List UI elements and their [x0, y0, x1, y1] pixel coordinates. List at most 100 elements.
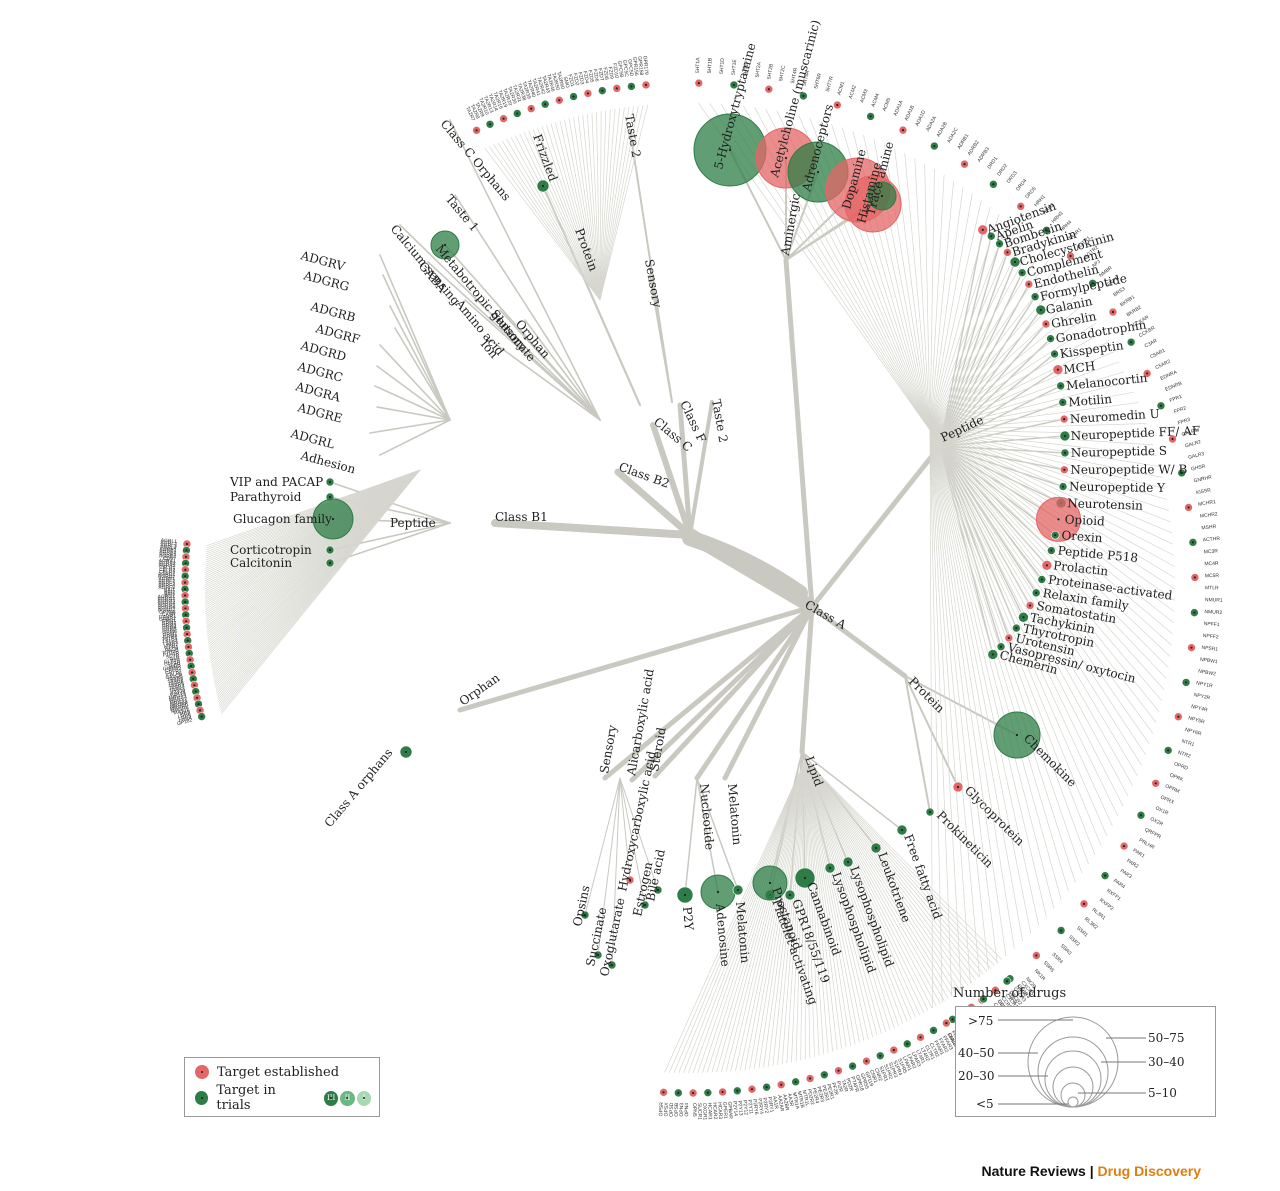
bottom-gene-p2y12: P2Y12 [741, 1100, 749, 1116]
bottom-gene-bubble-opsb-center [677, 1091, 680, 1094]
bottom-twig-p2ry6 [749, 759, 806, 1070]
bubble-lipid-gpr18-55-119-5-center [788, 893, 792, 897]
branch-b2-adgrb [389, 305, 451, 421]
bubble-small-hydroxycarboxylic-acid-center [628, 878, 632, 882]
right-twig-mc3r [929, 429, 1175, 556]
right-gene-bubble-drd2-center [992, 183, 995, 186]
right-twig-ada1d [904, 153, 931, 431]
bottom-twig-ffar4 [804, 759, 933, 1009]
top-gene-ta2r8: TA2R8 [469, 104, 481, 121]
bottom-gene-s1pr2: S1PR2 [882, 1064, 894, 1081]
right-twig-mshr [929, 429, 1173, 534]
top-gene-ta2r7: TA2R7 [464, 106, 476, 123]
left-gene-p2y10: P2Y10 [170, 687, 186, 696]
left-gene-agrf2: AGRF2 [158, 578, 175, 584]
bottom-gene-p2ry4: P2RY4 [756, 1098, 764, 1115]
top-gene-bubble-ta2r30-center [516, 112, 519, 115]
left-gene-grm4: GRM4 [162, 625, 177, 632]
bubble-chemerin-center [991, 653, 994, 656]
bottom-gene-p2ry6: P2RY6 [751, 1099, 759, 1116]
left-gene-grm8: GRM8 [163, 633, 178, 640]
bubble-b1-parathyroid-center [328, 495, 332, 499]
label-a-nucleotide: Nucleotide [697, 783, 717, 851]
top-gene-ta2r50: TA2R50 [550, 72, 561, 91]
right-gene-bubble-rl3r1-center [1082, 902, 1086, 905]
bottom-gene-pd2r: PD2R [844, 1078, 854, 1093]
bottom-gene-bubble-opsr-center [662, 1091, 665, 1094]
bottom-twig-sucr1 [697, 759, 806, 1074]
left-gene-mrgrd: MRGRD [169, 702, 189, 712]
left-gene-bubble-agrg6-center [184, 607, 187, 610]
bubble-galanin-center [1039, 308, 1042, 312]
size-legend-title: Number of drugs [953, 986, 1067, 1001]
label-b1-calcitonin: Calcitonin [230, 556, 292, 570]
top-gene-ta2r43: TA2R43 [540, 75, 551, 94]
right-gene-bubble-npy5r-center [1177, 715, 1180, 718]
left-gene-agrl1: AGRL1 [160, 538, 177, 545]
branch-a-peptide [809, 443, 943, 610]
right-gene-bubble-nmur2-center [1193, 611, 1196, 614]
branch-b2-adgrd [379, 344, 451, 421]
bottom-gene-bubble-opn5-center [691, 1091, 695, 1095]
bottom-twig-ccr7 [804, 759, 980, 978]
label-class-a-orphans: Class A orphans [322, 746, 396, 830]
top-gene-fzd3: FZD3 [576, 72, 585, 86]
right-twig-galr3 [929, 429, 1160, 467]
right-gene-acm1: ACM1 [836, 81, 846, 96]
bottom-twig-ccr8 [804, 759, 984, 975]
branch-class-a [683, 528, 819, 614]
bottom-twig-p2y14 [730, 759, 806, 1072]
label-nuc-p2y: P2Y [680, 906, 696, 932]
bottom-twig-pkr1 [804, 759, 937, 1007]
right-gene-5ht7r: 5HT7R [825, 75, 835, 92]
bottom-gene-cnr2: CNR2 [873, 1067, 884, 1082]
bottom-twig-lshr [804, 759, 949, 999]
left-gene-mrgx2: MRGX2 [169, 696, 188, 706]
bottom-gene-p2ry1: P2RY1 [766, 1096, 774, 1113]
left-gene-agrg6: AGRG6 [158, 605, 176, 612]
right-gene-c5ar2: C5AR2 [1155, 359, 1172, 371]
left-gene-bubble-agra1-center [184, 562, 187, 565]
left-gene-grm3: GRM3 [162, 622, 177, 629]
bubble-small-bile-acid-center [656, 888, 660, 892]
bottom-gene-bubble-gpr18-center [851, 1065, 854, 1068]
right-twig-hrh4 [929, 252, 1041, 431]
left-gene-agrl3: AGRL3 [160, 542, 177, 549]
top-gene-ta2r46: TA2R46 [545, 73, 556, 92]
right-gene-bubble-oprm-center [1154, 782, 1157, 785]
bottom-twig-opn4 [687, 759, 806, 1074]
branch-a-orphan [457, 604, 815, 713]
branch-b2-adgrf [394, 327, 451, 421]
right-twig-ednra [929, 391, 1134, 431]
top-twig-fzd7 [599, 110, 607, 301]
branch-protein-prokineticin [904, 675, 931, 813]
branch-peptide-apelin [939, 235, 992, 447]
top-gene-bubble-ta2r10-center [488, 123, 492, 126]
right-twig-par4 [929, 429, 1089, 865]
right-gene-prlhr: PRLHR [1138, 837, 1156, 851]
bubble-somatostatin-center [1028, 604, 1032, 607]
left-gene-pacr: PACR [165, 646, 180, 654]
right-gene-galr3: GALR3 [1188, 451, 1206, 461]
label-neuropeptide-s: Neuropeptide S [1071, 444, 1168, 460]
right-gene-bubble-5ht5a-center [802, 94, 805, 97]
left-gene-vipr1: VIPR1 [164, 644, 179, 652]
right-twig-grpr [929, 304, 1084, 431]
top-gene-bubble-fzd7-center [601, 89, 604, 92]
top-twig-ta2r40 [541, 126, 601, 301]
right-twig-c3ar [929, 361, 1120, 431]
left-gene-taar2: TAAR2 [169, 685, 186, 694]
left-gene-gabr2: GABR2 [159, 616, 177, 623]
bottom-twig-lpar2 [804, 759, 895, 1028]
right-gene-fpr2: FPR2 [1173, 405, 1187, 415]
label-nuc-melatonin: Melatonin [733, 901, 752, 964]
top-twig-ta2r9 [493, 144, 601, 301]
top-twig-ta2r8 [489, 146, 601, 301]
right-gene-mtlr: MTLR [1205, 585, 1219, 591]
right-twig-bkrb1 [929, 322, 1097, 431]
bottom-twig-aa2ar [772, 759, 806, 1066]
right-gene-ntr1: NTR1 [1181, 738, 1195, 748]
bottom-twig-ccr6 [804, 759, 976, 981]
size-label-30-40: 30–40 [1148, 1055, 1185, 1069]
right-gene-bubble-npy1r-center [1184, 681, 1188, 684]
